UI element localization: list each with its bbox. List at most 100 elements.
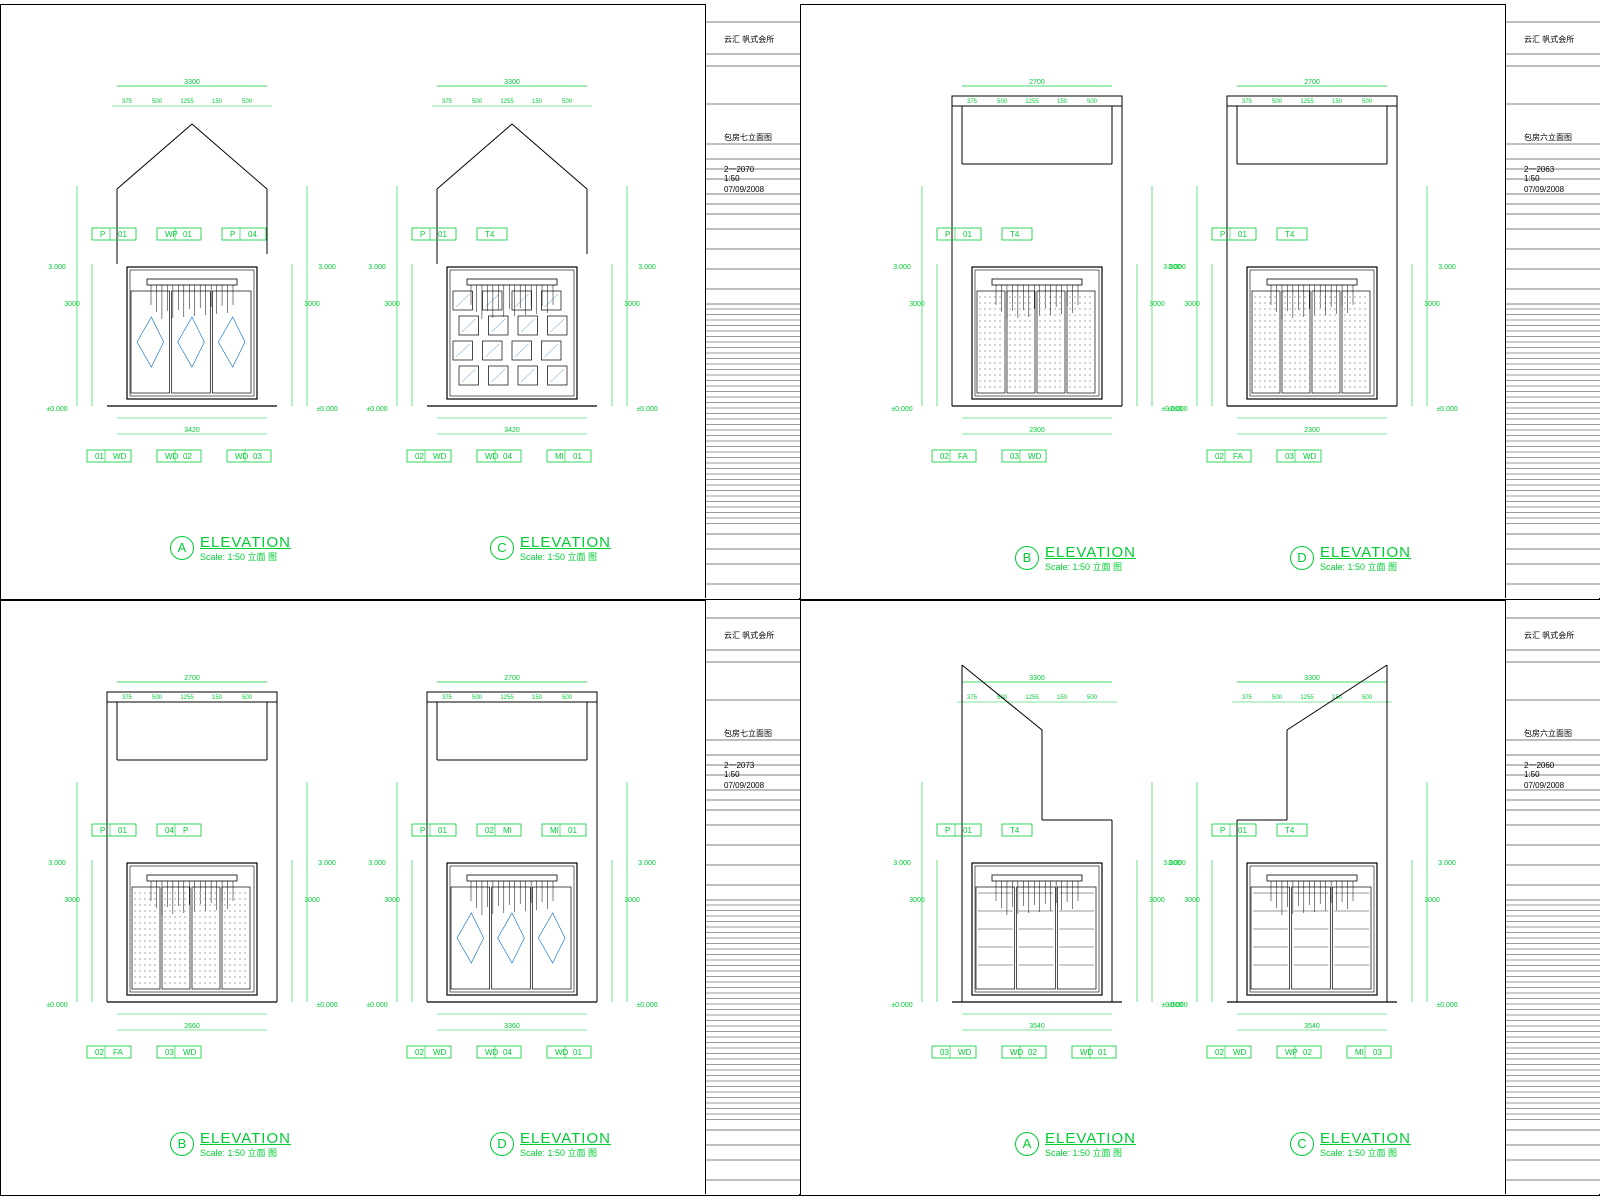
s1-e0-screen-dot <box>1024 350 1026 352</box>
s1-e0-screen-dot <box>1029 320 1031 322</box>
s2-e0-screen-dot <box>234 964 236 966</box>
s2-e0-screen-dot <box>134 976 136 978</box>
s0-e1-tag-bottom-1-text: 04 <box>503 452 512 461</box>
s1-e0-screen-dot <box>979 320 981 322</box>
s2-e0-screen-dot <box>224 970 226 972</box>
s1-e1-screen-dot <box>1284 320 1286 322</box>
s2-e0-screen-dot <box>134 952 136 954</box>
s2-e0-screen-dot <box>244 922 246 924</box>
s1-e0-screen-dot <box>1039 374 1041 376</box>
s1-e1-screen-dot <box>1319 296 1321 298</box>
s1-e0-screen-dot <box>1074 374 1076 376</box>
s1-e0-screen-dot <box>994 338 996 340</box>
s1-e1-screen-dot <box>1254 302 1256 304</box>
s1-e1-screen-dot <box>1304 314 1306 316</box>
s1-e1-screen-dot <box>1314 314 1316 316</box>
s0-e1-glass-hatch <box>520 318 535 333</box>
s1-e0-screen-dot <box>994 296 996 298</box>
s2-e0-screen-dot <box>239 958 241 960</box>
s1-e0-screen-dot <box>1079 350 1081 352</box>
s1-e0-screen-dot <box>1039 356 1041 358</box>
s0-e1-lattice-panel <box>517 315 538 336</box>
s2-e0-screen-dot <box>134 964 136 966</box>
s2-e0-screen-dot <box>234 904 236 906</box>
s2-e0-screen-dot <box>204 928 206 930</box>
s1-e1-left-height: 3000 <box>1184 301 1200 308</box>
s2-e0-screen-dot <box>229 892 231 894</box>
s2-e0-screen-dot <box>204 910 206 912</box>
s2-e0-screen-dot <box>199 970 201 972</box>
elevation-title: ELEVATION <box>1045 544 1136 561</box>
s1-e1-screen-dot <box>1354 374 1356 376</box>
s1-e1-screen-dot <box>1359 362 1361 364</box>
s1-e0-screen-dot <box>1009 296 1011 298</box>
s2-e0-left-height: 3000 <box>64 897 80 904</box>
s1-e1-screen-dot <box>1284 356 1286 358</box>
s2-e0-screen-dot <box>154 964 156 966</box>
s1-e1-screen-dot <box>1264 380 1266 382</box>
s1-e0-screen-dot <box>1079 320 1081 322</box>
s2-e0-screen-dot <box>139 928 141 930</box>
s1-e1-screen-dot <box>1314 320 1316 322</box>
s2-e0-screen-dot <box>214 976 216 978</box>
s1-e0-screen-dot <box>1059 308 1061 310</box>
s1-e1-screen-dot <box>1284 344 1286 346</box>
s1-e1-screen-dot <box>1254 320 1256 322</box>
s2-e0-screen-dot <box>144 892 146 894</box>
s1-e1-screen-dot <box>1344 302 1346 304</box>
s1-e0-screen-dot <box>1054 356 1056 358</box>
s1-e1-screen-dot <box>1334 386 1336 388</box>
s3-e1-wall-panel <box>1291 886 1331 990</box>
s1-e1-screen-dot <box>1314 296 1316 298</box>
s1-e0-screen-dot <box>1009 380 1011 382</box>
s1-e1-screen-dot <box>1319 344 1321 346</box>
s1-e0-screen-dot <box>1084 380 1086 382</box>
s1-e0-screen-dot <box>979 326 981 328</box>
s1-e1-screen-dot <box>1324 374 1326 376</box>
title-block-grid <box>1506 617 1600 1181</box>
s2-e1-tag-top-1-text: 02 <box>485 826 494 835</box>
s2-e0-screen-dot <box>139 916 141 918</box>
s2-e0-screen-dot <box>139 910 141 912</box>
s2-e0-screen-dot <box>164 958 166 960</box>
s1-e0-screen-dot <box>1054 374 1056 376</box>
s1-e0-screen-dot <box>1039 362 1041 364</box>
s1-e0-screen-dot <box>1054 302 1056 304</box>
s0-e1-glass-hatch <box>455 293 470 308</box>
s2-e0-screen-dot <box>179 892 181 894</box>
s1-e0-screen-dot <box>1044 362 1046 364</box>
s2-e0-screen-dot <box>229 970 231 972</box>
s1-e0-screen-dot <box>994 344 996 346</box>
s1-e0-tag-top-0-text: P <box>945 230 950 239</box>
s2-e0-screen-dot <box>174 904 176 906</box>
s1-e1-screen-dot <box>1274 302 1276 304</box>
s3-e0-tag-top-0 <box>936 823 982 837</box>
s1-e0-screen-dot <box>1014 296 1016 298</box>
s1-e1-screen-dot <box>1289 350 1291 352</box>
s1-e1-screen-dot <box>1319 326 1321 328</box>
s1-e1-tag-bottom-0-text: 02 <box>1215 452 1224 461</box>
s1-e1-screen-dot <box>1324 344 1326 346</box>
s1-e0-tag-top-0 <box>936 227 982 241</box>
s1-e0-screen-dot <box>1089 380 1091 382</box>
s1-e1-screen-dot <box>1299 308 1301 310</box>
s2-e0-screen-dot <box>214 910 216 912</box>
s1-e1-screen-dot <box>1324 296 1326 298</box>
s1-e0-screen-dot <box>1014 374 1016 376</box>
s0-e0-tag-bottom-0 <box>86 449 132 463</box>
s1-e0-screen-dot <box>1079 380 1081 382</box>
s0-e0-tag-top-1 <box>156 227 202 241</box>
s1-e1-screen-dot <box>1334 344 1336 346</box>
tb-subtitle: 包房六立面图 <box>1524 729 1572 738</box>
s2-e0-screen-dot <box>139 934 141 936</box>
s2-e1-sub-dim: 500 <box>472 695 483 701</box>
s1-e0-screen-dot <box>979 302 981 304</box>
s1-e0-screen-dot <box>1059 344 1061 346</box>
s2-e0-screen-dot <box>244 934 246 936</box>
s1-e0-screen-dot <box>1044 326 1046 328</box>
s2-e0-screen-dot <box>149 964 151 966</box>
s1-e1-screen-panel <box>1251 290 1281 394</box>
s1-e0-screen-dot <box>979 356 981 358</box>
s1-e1-screen-dot <box>1299 302 1301 304</box>
s2-e0-screen-dot <box>209 916 211 918</box>
